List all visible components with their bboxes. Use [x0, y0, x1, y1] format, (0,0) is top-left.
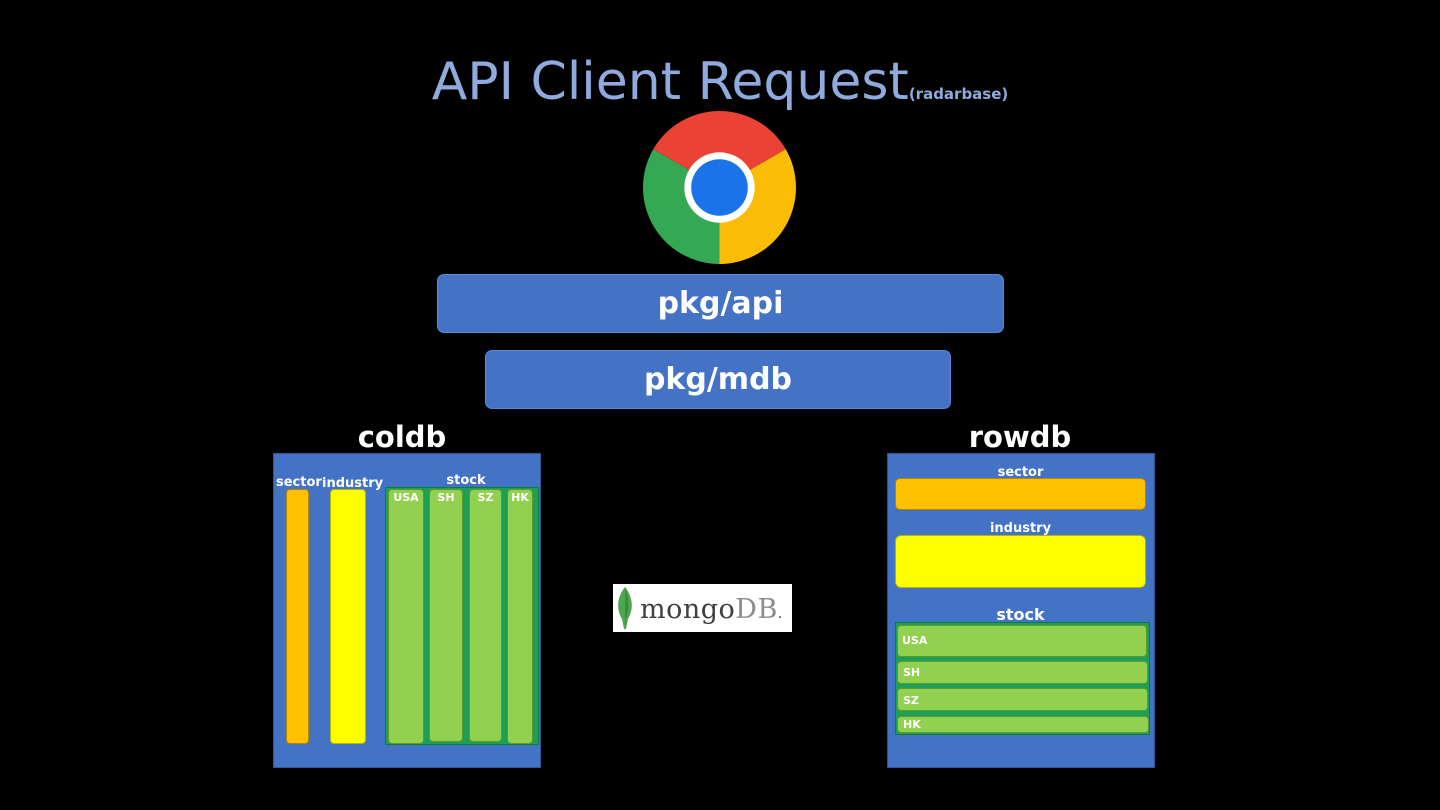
rowdb-stock-sz-label: SZ [903, 694, 919, 707]
rowdb-sector-row [895, 478, 1146, 510]
pkg-api-bar: pkg/api [437, 274, 1004, 333]
pkg-api-label: pkg/api [657, 286, 784, 321]
rowdb-stock-sz-row [897, 688, 1148, 711]
page-title: API Client Request(radarbase) [0, 52, 1440, 112]
rowdb-stock-usa-label: USA [902, 634, 928, 647]
rowdb-heading: rowdb [968, 420, 1072, 454]
mongodb-logo [613, 584, 792, 632]
coldb-sector-column [286, 489, 309, 744]
coldb-industry-column [330, 489, 366, 744]
chrome-icon [643, 111, 796, 264]
coldb-stock-sz-label: SZ [477, 491, 494, 504]
rowdb-stock-hk-row [897, 716, 1149, 733]
rowdb-sector-label: sector [997, 465, 1044, 480]
mongodb-text-dot: . [777, 606, 783, 622]
coldb-stock-hk-label: HK [511, 491, 529, 504]
title-main: API Client Request [431, 52, 909, 112]
coldb-stock-sh-column [429, 489, 463, 742]
coldb-stock-usa-column [388, 489, 424, 744]
coldb-stock-label: stock [446, 473, 486, 488]
mongodb-leaf-icon [613, 585, 637, 631]
rowdb-stock-label: stock [996, 605, 1045, 624]
coldb-stock-sz-column [469, 489, 502, 742]
rowdb-stock-hk-label: HK [903, 718, 921, 731]
rowdb-industry-row [895, 535, 1146, 588]
title-sub: (radarbase) [908, 85, 1009, 103]
coldb-stock-usa-label: USA [393, 491, 419, 504]
mongodb-text-db: DB [735, 594, 778, 625]
coldb-industry-label: industry [322, 476, 384, 491]
mongodb-text-main: mongo [640, 594, 736, 625]
coldb-heading: coldb [357, 420, 447, 454]
mongodb-wordmark: mongoDB. [640, 594, 783, 625]
coldb-stock-hk-column [507, 489, 533, 744]
pkg-mdb-label: pkg/mdb [643, 362, 793, 397]
rowdb-stock-sh-label: SH [903, 666, 921, 679]
coldb-sector-label: sector [276, 475, 322, 490]
rowdb-stock-usa-row [897, 625, 1147, 657]
pkg-mdb-bar: pkg/mdb [485, 350, 951, 409]
coldb-stock-sh-label: SH [437, 491, 455, 504]
rowdb-industry-label: industry [989, 521, 1052, 536]
rowdb-stock-sh-row [897, 661, 1148, 684]
